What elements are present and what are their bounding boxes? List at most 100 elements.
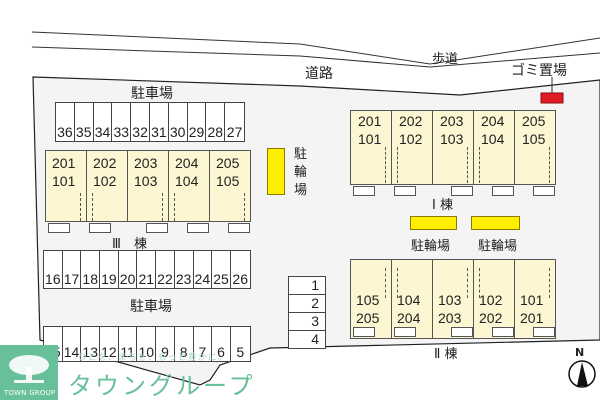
- outdoor-unit: [492, 327, 514, 337]
- parking-stall: 22: [156, 251, 175, 288]
- parking-stall: 4: [311, 331, 319, 347]
- brand-name: タウングループ: [68, 372, 256, 400]
- parking-stall: 2: [289, 295, 325, 313]
- entrance-path: [385, 147, 386, 183]
- entrance-path: [479, 268, 480, 298]
- unit-number-lower: 103: [440, 131, 464, 147]
- outdoor-unit: [228, 223, 250, 233]
- parking-stall: 1: [289, 277, 325, 295]
- parking-stall: 23: [175, 251, 194, 288]
- unit-number-upper: 202: [93, 155, 117, 171]
- bike-parking-2-label: 駐輪場: [478, 239, 518, 254]
- outdoor-unit: [89, 223, 111, 233]
- parking-stall: 6: [212, 327, 231, 361]
- parking-stall: 18: [81, 251, 101, 288]
- parking-stall: 33: [112, 103, 132, 141]
- outdoor-unit: [353, 327, 375, 337]
- entrance-path: [467, 147, 468, 183]
- parking-stall: 31: [150, 103, 169, 141]
- garbage-station: [540, 92, 564, 104]
- entrance-path: [174, 193, 175, 221]
- unit-number-lower: 101: [358, 131, 382, 147]
- entrance-path: [467, 268, 468, 298]
- parking-stall: 10: [137, 327, 157, 361]
- entrance-path: [397, 147, 398, 183]
- top-parking-label: 駐車場: [131, 86, 173, 102]
- unit-number-upper: 201: [358, 113, 382, 129]
- parking-stall: 5: [236, 344, 245, 360]
- unit-number-lower: 205: [356, 310, 380, 326]
- unit-number-upper: 103: [438, 292, 462, 308]
- char: 駐: [294, 147, 308, 162]
- unit-number-upper: 205: [216, 155, 240, 171]
- parking-stall: 28: [206, 103, 226, 141]
- garbage-label: ゴミ置場: [511, 63, 567, 79]
- parking-stall: 34: [94, 103, 113, 141]
- outdoor-unit: [394, 327, 416, 337]
- parking-stall: 27: [226, 124, 243, 140]
- unit-number-upper: 104: [397, 292, 421, 308]
- unit-number-lower: 104: [481, 131, 505, 147]
- bike-parking-1-label: 駐輪場: [411, 239, 451, 254]
- parking-stall: 9: [156, 327, 175, 361]
- parking-stall: 32: [131, 103, 150, 141]
- unit-number-lower: 102: [399, 131, 423, 147]
- bottom-parking-label: 駐車場: [130, 299, 172, 315]
- road-label: 道路: [305, 66, 333, 82]
- outdoor-unit: [146, 223, 168, 233]
- entrance-path: [479, 147, 480, 183]
- unit-number-upper: 205: [522, 113, 546, 129]
- parking-stall: 26: [232, 271, 248, 287]
- sidewalk-label: 歩道: [432, 52, 459, 67]
- bottom-parking-lot: 15141312111098765: [43, 326, 251, 362]
- unit-number-upper: 203: [134, 155, 158, 171]
- unit-number-upper: 101: [520, 292, 544, 308]
- road-edge-middle: [31, 46, 600, 68]
- parking-stall: 36: [56, 103, 75, 141]
- unit-number-upper: 204: [481, 113, 505, 129]
- outdoor-unit: [187, 223, 209, 233]
- unit-number-lower: 104: [175, 173, 199, 189]
- unit-number-lower: 105: [216, 173, 240, 189]
- parking-stall: 21: [137, 251, 157, 288]
- outdoor-unit: [451, 327, 473, 337]
- parking-stall: 19: [100, 251, 119, 288]
- parking-stall: 3: [289, 313, 325, 331]
- tree-icon: [9, 355, 49, 383]
- parking-stall: 25: [212, 251, 231, 288]
- unit-number-upper: 204: [175, 155, 199, 171]
- town-group-logo: TOWN GROUP: [0, 345, 58, 400]
- outdoor-unit: [394, 186, 416, 196]
- unit-number-upper: 105: [356, 292, 380, 308]
- building-1-label: Ⅰ 棟: [432, 198, 453, 213]
- parking-stall: 29: [188, 103, 207, 141]
- north-compass-icon: [568, 360, 596, 388]
- unit-number-lower: 204: [397, 310, 421, 326]
- char: 輪: [294, 165, 308, 180]
- outdoor-unit: [533, 186, 555, 196]
- parking-stall: 8: [175, 327, 194, 361]
- logo-text: TOWN GROUP: [4, 389, 56, 397]
- parking-stall: 11: [119, 327, 138, 361]
- unit-number-upper: 202: [399, 113, 423, 129]
- bike-parking-2: [471, 216, 520, 230]
- bike-parking-vertical-label: 駐 輪 場: [294, 146, 308, 200]
- unit-number-lower: 105: [522, 131, 546, 147]
- entrance-path: [244, 193, 245, 221]
